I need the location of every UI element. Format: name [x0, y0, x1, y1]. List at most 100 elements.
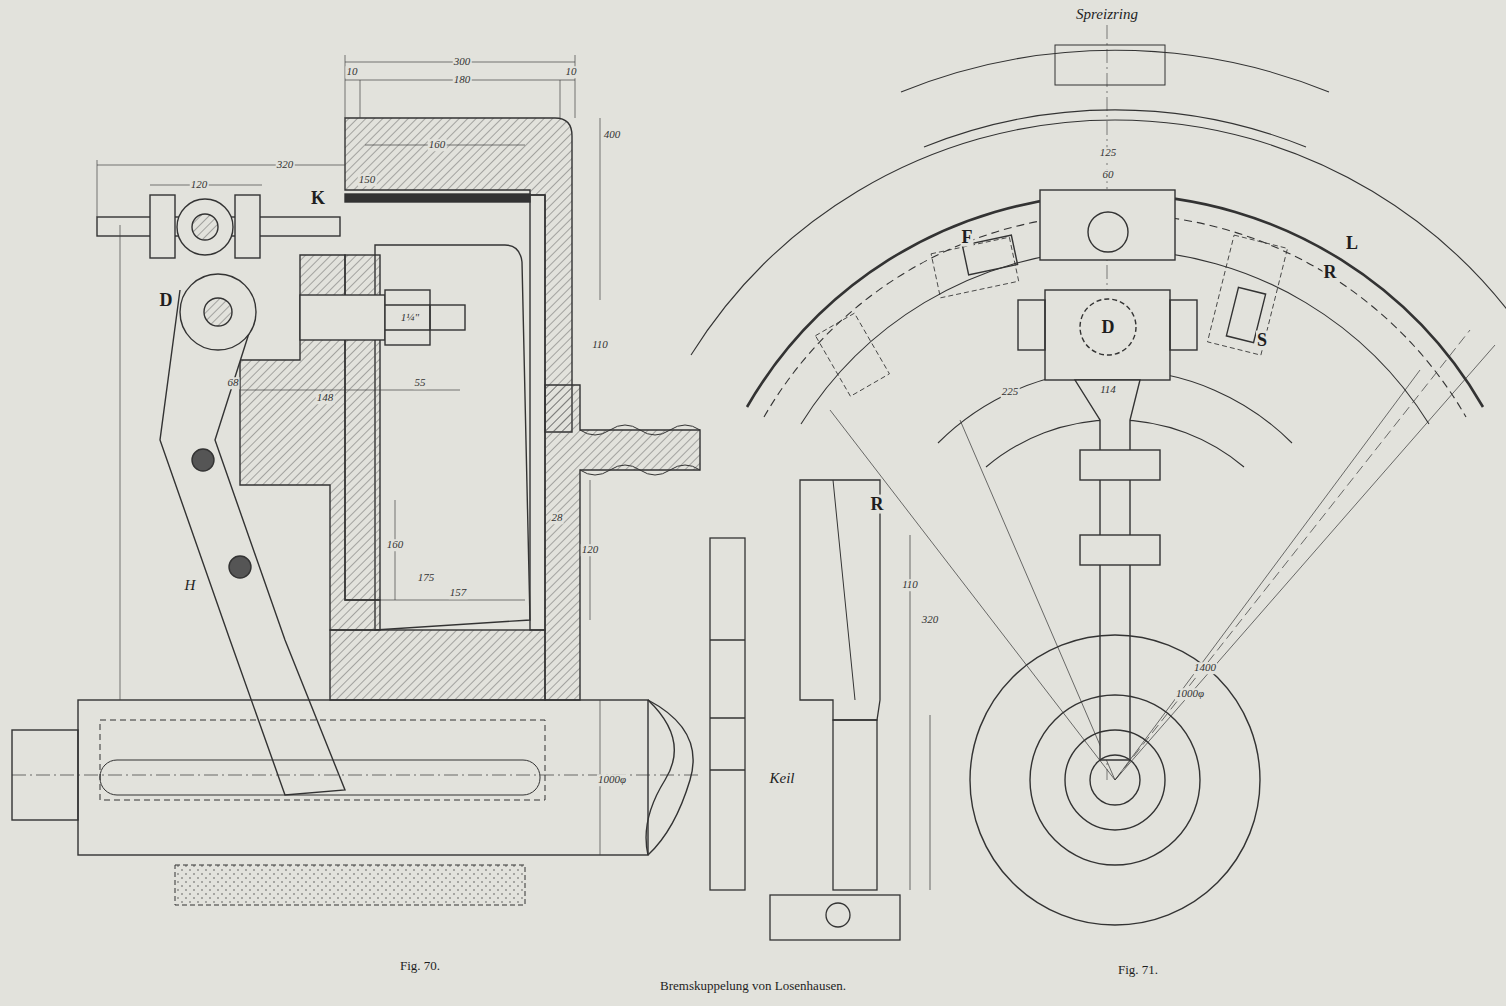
dimension-value: 120 — [581, 544, 600, 556]
lever-assembly — [1080, 299, 1136, 355]
lever — [204, 298, 232, 326]
wedge-parts — [710, 639, 745, 640]
dimension-value: 110 — [901, 579, 919, 591]
dimension-value: 175 — [417, 572, 436, 584]
lever-assembly — [1080, 535, 1160, 565]
lever — [235, 195, 260, 258]
dimension-value: 1400 — [1193, 662, 1217, 674]
dimension-lines — [560, 80, 561, 118]
part-letter: D — [1101, 318, 1116, 337]
dimension-lines — [345, 55, 346, 118]
shaft — [12, 700, 700, 855]
lever-assembly — [1207, 235, 1287, 355]
coupling-section — [430, 305, 465, 330]
dimension-lines — [97, 55, 600, 855]
key-strip — [175, 865, 525, 905]
part-letter: S — [1256, 331, 1268, 350]
coupling-section — [385, 290, 430, 345]
dimension-value: 114 — [1099, 384, 1117, 396]
coupling-section — [375, 245, 530, 630]
ring-arcs — [924, 110, 1306, 147]
lever — [150, 195, 175, 258]
dimension-value: 1000φ — [597, 774, 627, 786]
lever — [177, 199, 233, 255]
dimension-value: 1¼" — [400, 312, 420, 324]
part-letter: F — [961, 228, 974, 247]
ring-arcs — [901, 50, 1329, 92]
wedge-parts — [710, 538, 745, 890]
dimension-value: 300 — [453, 56, 472, 68]
wedge-parts — [770, 895, 900, 940]
dimension-lines — [345, 600, 525, 601]
coupling-section — [385, 329, 430, 330]
dimension-value: 320 — [276, 159, 295, 171]
wedge-parts — [710, 480, 930, 940]
ring-arcs — [830, 410, 1115, 780]
dimension-value: 10 — [346, 66, 359, 78]
lever — [192, 449, 214, 471]
figure-label: Fig. 70. — [399, 959, 441, 973]
lever-assembly — [1075, 380, 1140, 760]
dimension-lines — [97, 160, 98, 217]
ring-arcs — [1115, 345, 1495, 780]
shaft — [100, 720, 545, 800]
dimension-value: 225 — [1001, 386, 1020, 398]
lever — [97, 195, 345, 795]
dimension-value: 10 — [565, 66, 578, 78]
lever-assembly — [931, 237, 1019, 298]
lever — [180, 274, 256, 350]
dimension-lines — [97, 165, 345, 166]
wedge-parts — [800, 480, 880, 720]
shaft — [78, 700, 648, 855]
lever-assembly — [1018, 300, 1045, 350]
coupling-section — [330, 630, 545, 700]
shaft — [646, 700, 674, 855]
wedge-parts — [833, 720, 877, 890]
lever-assembly — [1088, 212, 1128, 252]
lever — [160, 290, 345, 795]
dimension-value: 120 — [190, 179, 209, 191]
dimension-value: 180 — [453, 74, 472, 86]
shaft — [100, 760, 540, 795]
lever-assembly — [815, 313, 889, 396]
dimension-lines — [575, 55, 576, 118]
dimension-value: 148 — [316, 392, 335, 404]
lever-assembly — [1030, 695, 1200, 865]
dimension-value: 125 — [1099, 147, 1118, 159]
wedge-parts — [710, 717, 745, 718]
wedge-parts — [826, 903, 850, 927]
lever — [192, 214, 218, 240]
dimension-value: 28 — [551, 512, 564, 524]
ring-arcs — [1115, 330, 1470, 780]
shaft — [648, 700, 693, 855]
dimension-value: 160 — [386, 539, 405, 551]
figure-caption: Bremskuppelung von Losenhausen. — [660, 978, 846, 994]
wedge-parts — [710, 769, 745, 770]
dimension-value: 68 — [227, 377, 240, 389]
lever-assembly — [1090, 755, 1140, 805]
dimension-value: 1000φ — [1175, 688, 1205, 700]
dimension-value: 110 — [591, 339, 609, 351]
lever-assembly — [1045, 290, 1170, 380]
coupling-section — [240, 118, 700, 700]
part-letter: L — [1345, 234, 1359, 253]
figure-label: Fig. 71. — [1117, 963, 1159, 977]
part-name: Spreizring — [1075, 7, 1139, 23]
lever-assembly — [815, 45, 1287, 925]
lever-assembly — [1040, 190, 1175, 260]
dimension-value: 160 — [428, 139, 447, 151]
coupling-section — [580, 465, 700, 475]
coupling-section — [580, 425, 700, 435]
dimension-value: 157 — [449, 587, 468, 599]
dimension-value: 400 — [603, 129, 622, 141]
dimension-value: 55 — [414, 377, 427, 389]
dimension-lines — [120, 225, 121, 700]
part-letter: R — [1323, 263, 1338, 282]
part-name: Keil — [769, 771, 796, 787]
lever-assembly — [1065, 730, 1165, 830]
coupling-section — [385, 304, 430, 305]
part-letter: R — [870, 495, 885, 514]
lever-assembly — [1055, 45, 1165, 85]
part-letter: K — [310, 189, 326, 208]
